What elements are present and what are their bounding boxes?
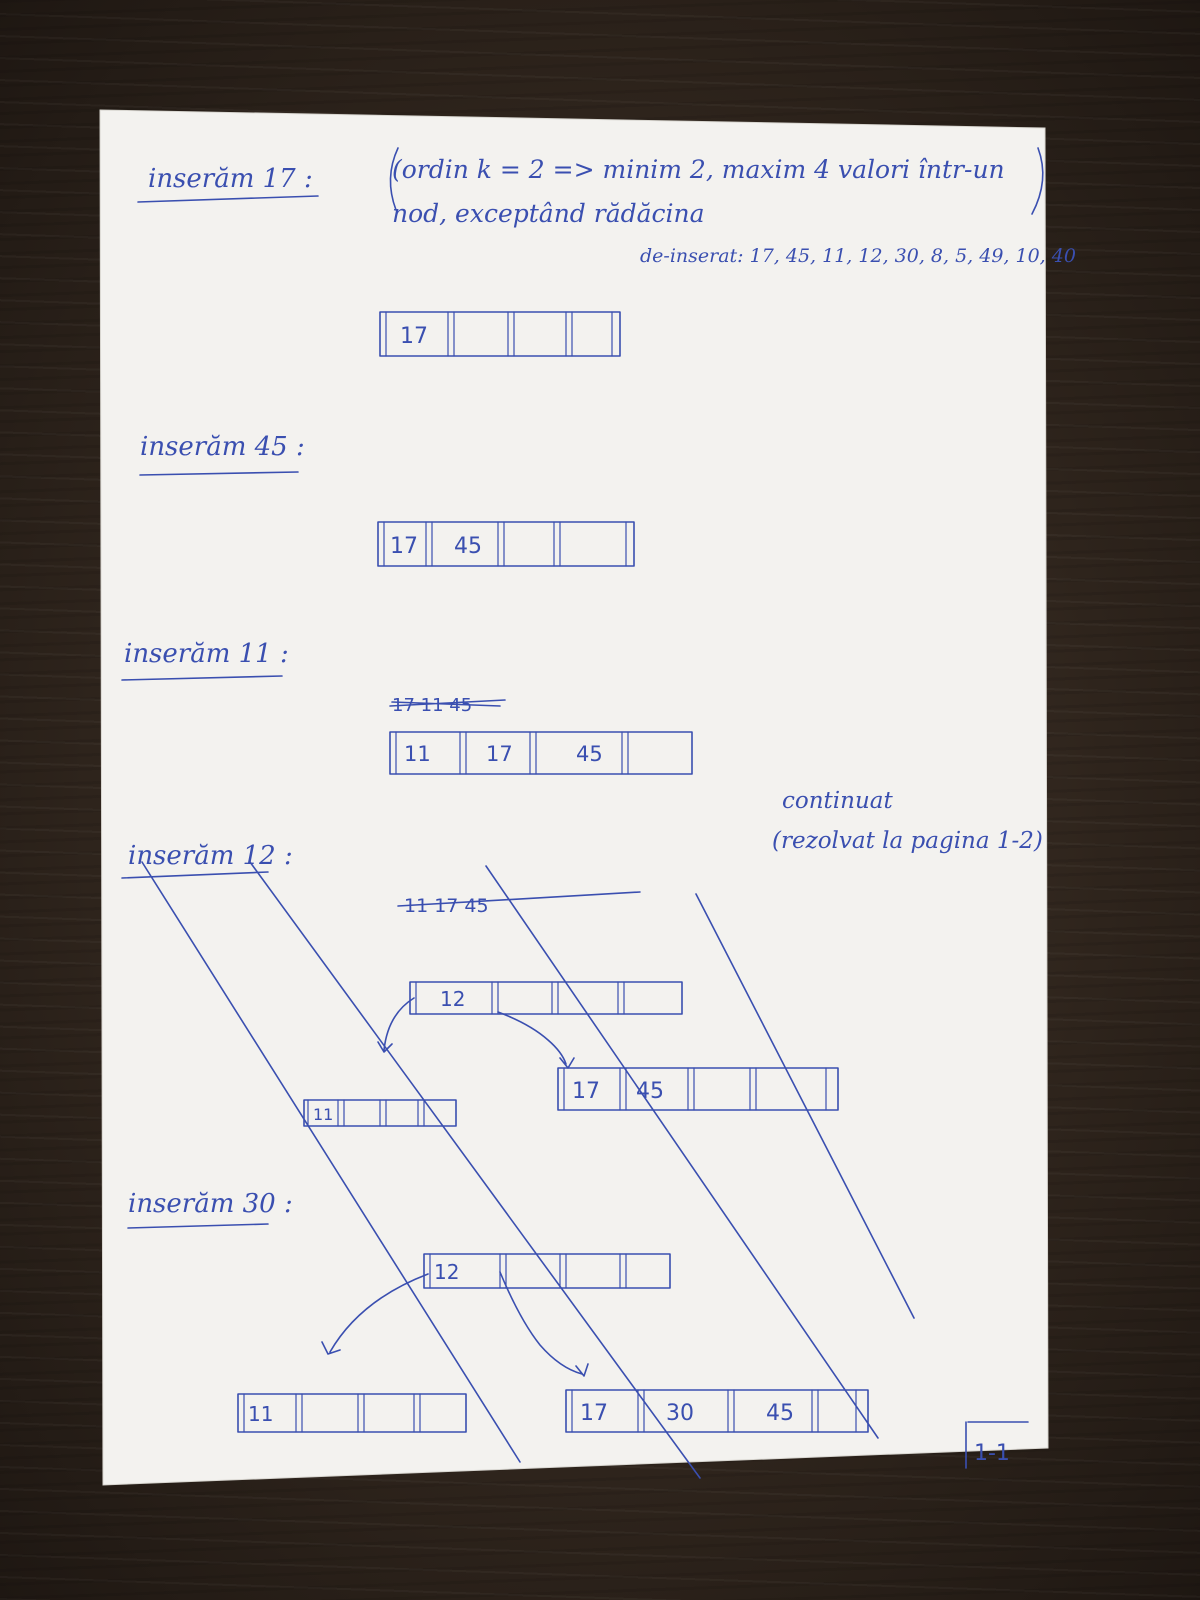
page-number: 1-1 — [974, 1441, 1010, 1466]
step-title-insert-45: inserăm 45 : — [140, 432, 305, 462]
btree-left-child-step5: 11 — [237, 1393, 467, 1433]
key-right-step5-2: 30 — [666, 1401, 694, 1426]
btree-left-child-step4: 11 — [303, 1099, 457, 1127]
arrow-root-left-step5 — [321, 1273, 429, 1355]
btree-root-step4: 12 — [409, 981, 683, 1015]
step-title-insert-17: inserăm 17 : — [148, 164, 313, 194]
key-right-step4-1: 17 — [572, 1079, 600, 1104]
key-step2-1: 17 — [390, 534, 418, 559]
step-title-insert-30: inserăm 30 : — [128, 1189, 293, 1219]
crossed-keys-step4: 11 17 45 — [404, 895, 489, 917]
key-step3-1: 11 — [404, 742, 431, 766]
key-right-step5-3: 45 — [766, 1401, 794, 1426]
btree-right-child-step4: 17 45 — [557, 1067, 839, 1111]
paper-sheet — [99, 109, 1049, 1486]
arrow-root-left-step4 — [377, 997, 415, 1053]
key-step3-3: 45 — [576, 742, 603, 766]
strike-step3 — [389, 699, 506, 707]
diagonal-strike-4 — [695, 893, 915, 1319]
btree-right-child-step5: 17 30 45 — [565, 1389, 869, 1433]
key-root-step5: 12 — [434, 1260, 459, 1284]
diagonal-strike-1 — [141, 861, 521, 1463]
crossed-keys-step3: 17 11 45 — [392, 695, 472, 716]
arrow-root-right-step5 — [499, 1271, 589, 1377]
diagonal-strike-2 — [249, 861, 701, 1479]
underline-step-2 — [139, 471, 299, 476]
underline-step-4 — [121, 871, 269, 879]
side-note-line2: (rezolvat la pagina 1-2) — [772, 828, 1043, 854]
side-note-line1: continuat — [782, 788, 893, 814]
btree-root-step5: 12 — [423, 1253, 671, 1289]
step-title-insert-11: inserăm 11 : — [124, 639, 289, 669]
key-root-step4: 12 — [440, 987, 465, 1011]
header-note-line1: (ordin k = 2 => minim 2, maxim 4 valori … — [392, 155, 1005, 184]
key-right-step5-1: 17 — [580, 1401, 608, 1426]
btree-node-step3: 11 17 45 — [389, 731, 693, 775]
key-left-step4: 11 — [313, 1105, 333, 1124]
btree-node-step2: 17 45 — [377, 521, 635, 567]
key-step2-2: 45 — [454, 534, 482, 559]
underline-step-5 — [127, 1223, 269, 1229]
key-step1-1: 17 — [400, 324, 428, 349]
strike-step4 — [397, 891, 641, 907]
page-number-frame — [965, 1421, 1029, 1469]
btree-node-step1: 17 — [379, 311, 621, 357]
insert-sequence: de-inserat: 17, 45, 11, 12, 30, 8, 5, 49… — [640, 245, 1076, 267]
note-close-paren — [1031, 147, 1044, 215]
key-left-step5: 11 — [248, 1402, 273, 1426]
underline-step-1 — [137, 195, 319, 203]
underline-step-3 — [121, 675, 283, 681]
note-open-paren — [389, 147, 399, 211]
diagonal-strike-3 — [485, 865, 879, 1439]
step-title-insert-12: inserăm 12 : — [128, 841, 293, 871]
header-note-line2: nod, exceptând rădăcina — [392, 199, 705, 228]
key-step3-2: 17 — [486, 742, 513, 766]
